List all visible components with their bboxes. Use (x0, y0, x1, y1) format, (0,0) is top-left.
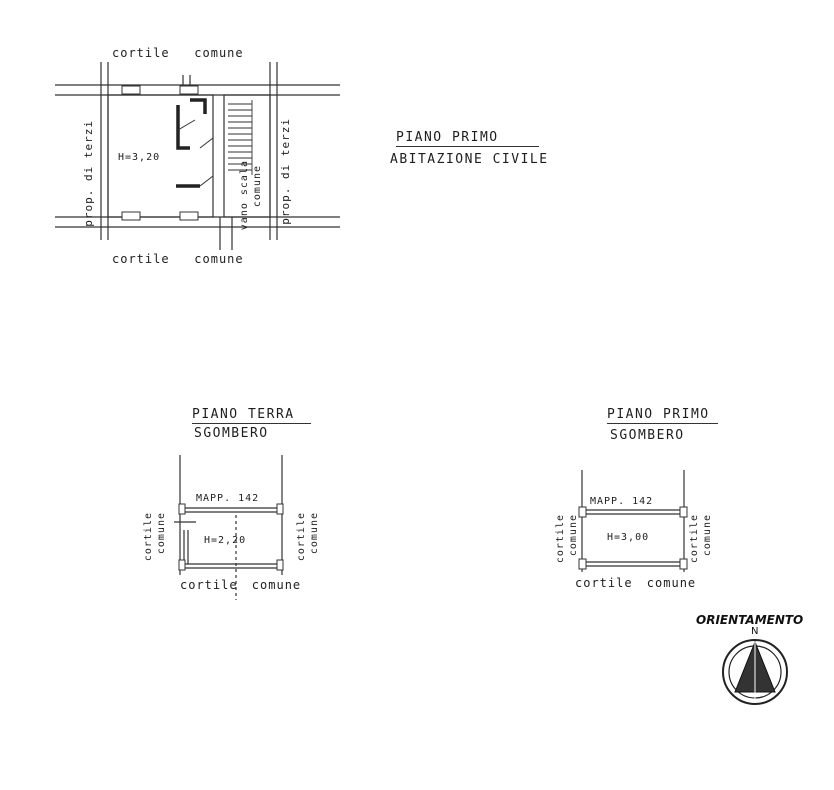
plan1-title: PIANO PRIMO (396, 130, 539, 147)
plan1-door (177, 119, 196, 131)
plan3-corner (578, 558, 587, 570)
plan1-left-label: prop. di terzi (82, 120, 95, 227)
plan3-right-label: cortile (689, 514, 700, 564)
plan2-corner (178, 503, 186, 515)
plan1-window (121, 211, 141, 221)
plan3-right-label-2: comune (702, 514, 713, 557)
orientation-north: N (751, 626, 759, 637)
plan3-title: PIANO PRIMO (607, 407, 718, 424)
plan3-corner (679, 558, 688, 570)
plan2-corner (276, 503, 284, 515)
plan1-window (179, 211, 199, 221)
plan1-height: H=3,20 (118, 152, 161, 163)
plan2-corner (276, 559, 284, 571)
plan1-window (121, 85, 141, 95)
plan3-left-label: cortile (555, 514, 566, 564)
plan1-window (179, 85, 199, 95)
plan1-door (199, 137, 214, 149)
plan3-bottom-label: cortile comune (575, 576, 697, 590)
plan2-mapp: MAPP. 142 (196, 493, 260, 504)
plan2-left-label-2: comune (156, 512, 167, 555)
plan2-corner (178, 559, 186, 571)
plan3-corner (679, 506, 688, 518)
plan1-bottom-label: cortile comune (112, 252, 244, 266)
plan2-left-label: cortile (143, 512, 154, 562)
plan3-left-label-2: comune (568, 514, 579, 557)
plan1-dwelling (107, 94, 214, 218)
plan1-wall (190, 98, 207, 114)
orientation-label: ORIENTAMENTO (696, 613, 804, 627)
plan1-wall (176, 105, 190, 150)
plan2-title: PIANO TERRA (192, 407, 311, 424)
plan3-corner (578, 506, 587, 518)
plan1-subtitle: ABITAZIONE CIVILE (390, 152, 549, 167)
plan1-stairwell (223, 94, 271, 218)
plan1-stair-label-2: comune (252, 165, 263, 208)
plan2-right-label-2: comune (309, 512, 320, 555)
compass-icon (722, 639, 788, 705)
plan3-height: H=3,00 (607, 532, 650, 543)
plan2-bottom-label: cortile comune (180, 578, 302, 592)
plan1-right-label: prop. di terzi (279, 118, 292, 225)
plan2-subtitle: SGOMBERO (194, 426, 269, 441)
plan1-stair-label: vano scala (239, 160, 250, 231)
plan1-door (199, 175, 214, 187)
plan3-subtitle: SGOMBERO (610, 428, 685, 443)
plan1-top-label: cortile comune (112, 46, 244, 60)
plan2-height: H=2,20 (204, 535, 247, 546)
plan3-mapp: MAPP. 142 (590, 496, 654, 507)
plan2-right-label: cortile (296, 512, 307, 562)
